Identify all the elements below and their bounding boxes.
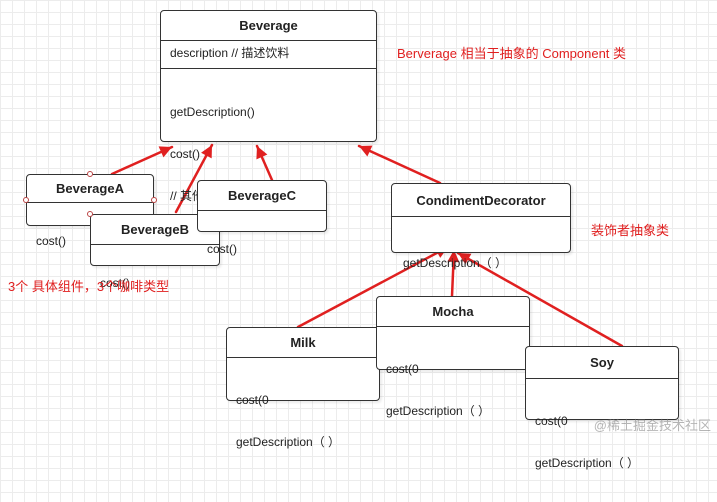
class-milk-name: Milk <box>227 328 379 358</box>
selection-handle[interactable] <box>87 211 93 217</box>
class-beverage-methods: getDescription() cost() // 其他方法 <box>161 69 376 235</box>
arrowhead-beverage-b <box>201 145 212 159</box>
method-cost: cost(0 <box>236 393 269 407</box>
class-beverage-c-name: BeverageC <box>198 181 326 211</box>
method-cost: cost() <box>100 276 130 290</box>
method-cost: cost(0 <box>535 414 568 428</box>
class-beverage-name: Beverage <box>161 11 376 41</box>
method-get-description: getDescription() <box>170 105 255 119</box>
arrow-milk-to-decorator <box>296 245 450 329</box>
class-milk-methods: cost(0 getDescription（ ） <box>227 358 379 481</box>
class-beverage-a-name: BeverageA <box>27 175 153 203</box>
class-soy[interactable]: Soy cost(0 getDescription（ ） <box>525 346 679 470</box>
selection-handle[interactable] <box>87 171 93 177</box>
arrowhead-beverage-decorator <box>359 145 373 157</box>
arrowhead-beverage-a <box>158 146 172 158</box>
arrowhead-beverage-c <box>256 146 268 160</box>
note-decorator: 装饰者抽象类 <box>591 223 670 238</box>
class-milk[interactable]: Milk cost(0 getDescription（ ） <box>226 327 380 449</box>
arrowhead-decorator-soy <box>458 253 472 265</box>
class-mocha-methods: cost(0 getDescription（ ） <box>377 327 529 450</box>
method-cost: cost() <box>207 242 237 256</box>
class-soy-name: Soy <box>526 347 678 379</box>
arrow-decorator-to-beverage <box>357 144 442 185</box>
note-concrete-components: 3个 具体组件，3个咖啡类型 <box>8 279 170 294</box>
class-mocha-name: Mocha <box>377 297 529 327</box>
note-component: Berverage 相当于抽象的 Component 类 <box>397 46 627 61</box>
method-get-description: getDescription（ ） <box>236 435 341 449</box>
method-get-description: getDescription（ ） <box>535 456 640 470</box>
arrow-beverageb-to-beverage <box>174 143 214 214</box>
method-cost: cost() <box>170 147 200 161</box>
watermark: @稀土掘金技术社区 <box>593 418 711 433</box>
class-beverage-c-methods: cost() <box>198 211 326 288</box>
method-cost: cost() <box>36 234 66 248</box>
class-beverage-b-methods: cost() <box>91 245 219 322</box>
class-beverage[interactable]: Beverage description // 描述饮料 getDescript… <box>160 10 377 203</box>
method-cost: cost(0 <box>386 362 419 376</box>
class-condiment-decorator[interactable]: CondimentDecorator getDescription（ ） <box>391 183 571 270</box>
class-condiment-decorator-methods: getDescription（ ） <box>392 217 570 302</box>
method-get-description: getDescription（ ） <box>403 256 508 270</box>
class-beverage-b-name: BeverageB <box>91 215 219 245</box>
arrow-soy-to-decorator <box>456 251 624 348</box>
class-mocha[interactable]: Mocha cost(0 getDescription（ ） <box>376 296 530 418</box>
selection-handle[interactable] <box>23 197 29 203</box>
method-get-description: getDescription（ ） <box>386 404 491 418</box>
class-beverage-a-methods: cost() <box>27 203 153 280</box>
class-soy-methods: cost(0 getDescription（ ） <box>526 379 678 502</box>
class-condiment-decorator-name: CondimentDecorator <box>392 184 570 217</box>
selection-handle[interactable] <box>151 197 157 203</box>
arrowhead-decorator-mocha <box>447 250 460 263</box>
class-beverage-c[interactable]: BeverageC cost() <box>197 180 327 256</box>
class-beverage-attributes: description // 描述饮料 <box>161 41 376 69</box>
